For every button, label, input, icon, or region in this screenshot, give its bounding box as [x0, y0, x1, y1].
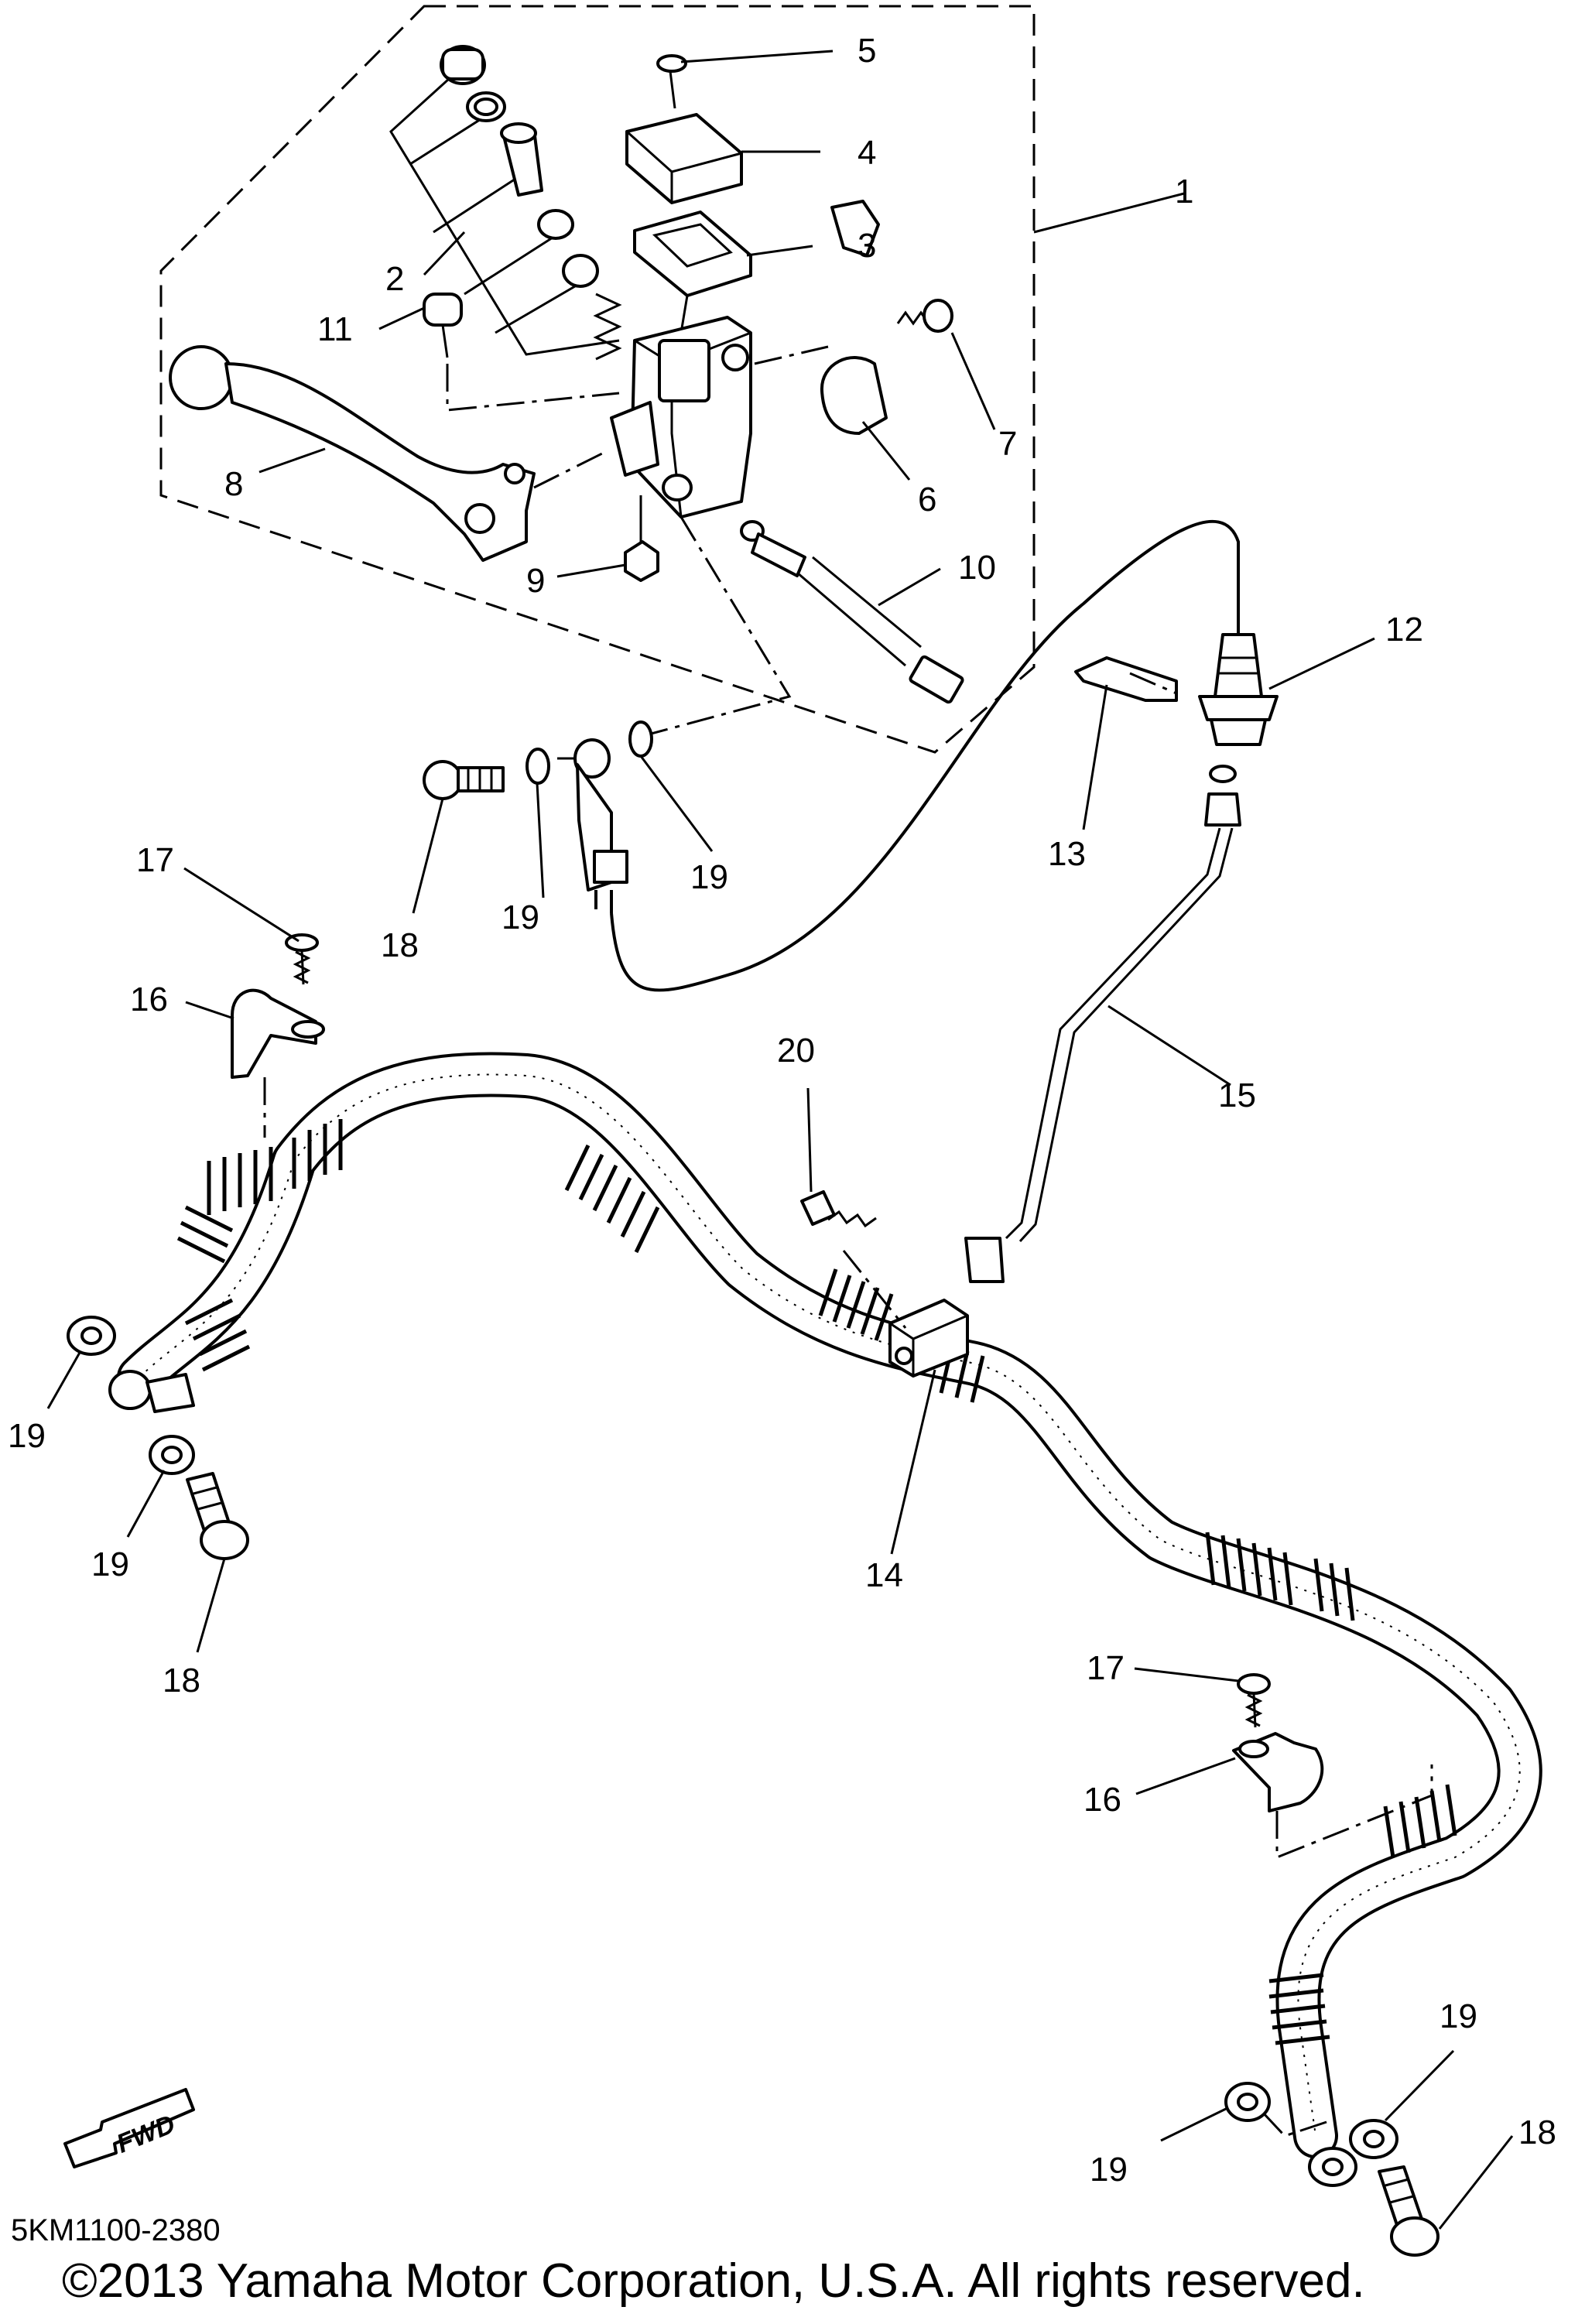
fwd-arrow-icon: FWD: [63, 2088, 195, 2168]
right-banjo-parts: [1224, 2082, 1440, 2257]
copyright-notice: ©2013 Yamaha Motor Corporation, U.S.A. A…: [62, 2254, 1365, 2308]
callout-8: 8: [224, 465, 243, 503]
callout-17-upper: 17: [136, 841, 174, 879]
callout-7: 7: [998, 425, 1017, 463]
callout-17-lower: 17: [1087, 1649, 1125, 1687]
callout-3: 3: [858, 227, 876, 265]
master-cylinder-body: [610, 316, 752, 519]
diaphragm: [633, 210, 752, 297]
callout-16-lower: 16: [1083, 1781, 1121, 1819]
callout-1: 1: [1175, 173, 1193, 210]
callout-4: 4: [858, 134, 876, 172]
cap-screw: [656, 54, 687, 109]
leader-lines: [46, 50, 1514, 2230]
callout-15: 15: [1218, 1076, 1256, 1114]
upper-banjo: [525, 516, 1240, 992]
reservoir-cap: [625, 113, 743, 204]
callout-19-upper-right: 19: [690, 858, 728, 896]
callout-19-upper-left: 19: [502, 898, 539, 936]
brake-lever: [169, 345, 604, 562]
lever-nut: [624, 540, 659, 582]
callout-12: 12: [1385, 611, 1423, 649]
hose-joint: [1074, 633, 1279, 783]
brake-switch: [740, 520, 964, 704]
callout-5: 5: [858, 32, 876, 70]
callout-9: 9: [526, 562, 545, 600]
callout-19-right-a: 19: [1090, 2151, 1128, 2189]
callout-19-right-b: 19: [1440, 1997, 1477, 2035]
upper-hose-clamp: [231, 933, 325, 1138]
callout-10: 10: [958, 549, 996, 587]
callout-2: 2: [385, 260, 404, 298]
callout-18-right: 18: [1518, 2114, 1556, 2151]
hose-junction: [800, 1190, 969, 1378]
callout-16-upper: 16: [130, 981, 168, 1018]
callout-11: 11: [317, 310, 353, 348]
left-banjo-parts: [67, 1316, 249, 1560]
left-hose-fitting: [108, 1370, 195, 1413]
callout-19-left-b: 19: [91, 1545, 129, 1583]
callout-labels: 1 2 3 4 5 6 7 8 9 10 11 12 13 14 15 16 1…: [8, 32, 1556, 2189]
callout-14: 14: [865, 1556, 903, 1594]
brake-pipe: [964, 792, 1241, 1283]
main-brake-hose: [117, 1052, 1542, 2158]
clamp-bolt: [896, 299, 953, 333]
callout-20: 20: [777, 1032, 815, 1070]
assembly-boundary: [159, 5, 1036, 754]
lower-hose-clamp: [1232, 1673, 1433, 1860]
piston-kit: [389, 45, 622, 361]
callout-13: 13: [1048, 835, 1086, 873]
handlebar-clamp: [754, 200, 888, 435]
pivot-bolt: [423, 293, 620, 412]
callout-18-left: 18: [163, 1662, 200, 1699]
callout-18-upper: 18: [381, 926, 419, 964]
reference-code: 5KM1100-2380: [11, 2213, 221, 2247]
callout-19-left-a: 19: [8, 1417, 46, 1455]
upper-banjo-bolt: [423, 760, 505, 800]
callout-6: 6: [918, 481, 936, 519]
